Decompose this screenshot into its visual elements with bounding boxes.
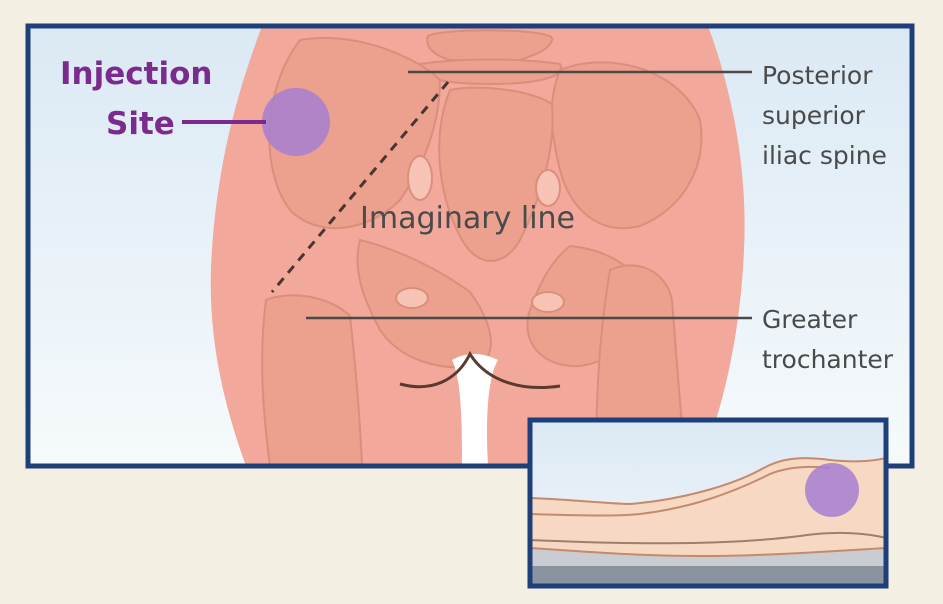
greater-trochanter-label-line1: Greater	[762, 305, 858, 334]
posterior-label-line3: iliac spine	[762, 141, 887, 170]
greater-trochanter-label-line2: trochanter	[762, 345, 894, 374]
injection-site-label-line2: Site	[106, 106, 175, 142]
injection-site-label-line1: Injection	[60, 56, 212, 92]
inset-injection-marker	[805, 463, 859, 517]
imaginary-line-label: Imaginary line	[360, 201, 575, 236]
posterior-label-line1: Posterior	[762, 61, 873, 90]
posterior-label-line2: superior	[762, 101, 866, 130]
injection-site-marker	[262, 88, 330, 156]
